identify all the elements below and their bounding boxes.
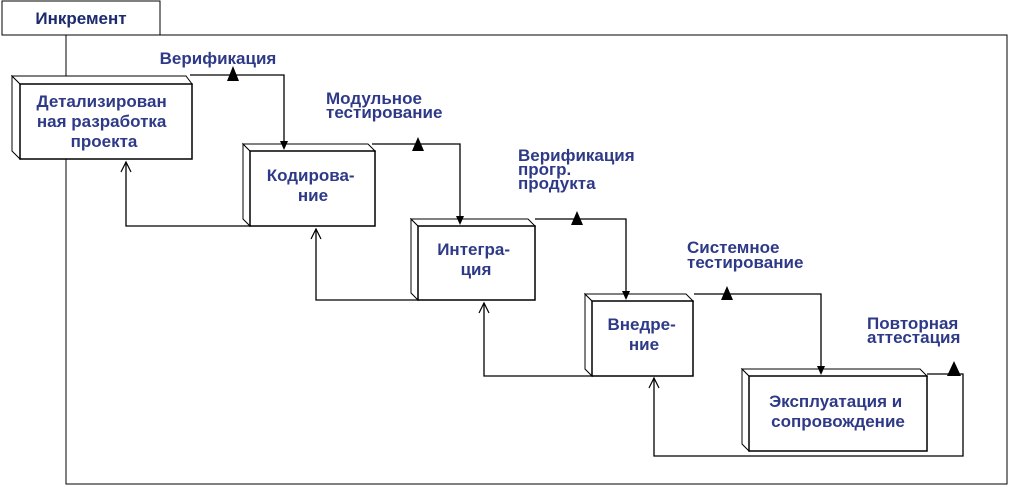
feedback-coding-to-design [125, 162, 250, 227]
connector-verification [190, 74, 285, 143]
stage-label-operation: Эксплуатация и сопровождение [769, 392, 907, 431]
check-product-verification-line-2: прогр. [518, 160, 571, 179]
check-label-reattestation: Повторная аттестация [867, 314, 963, 347]
stage-label-design: Детализирован ная разработка проекта [37, 92, 172, 151]
check-unit-testing-line-1: Модульное [326, 89, 422, 108]
stage-deployment-line-1: Внедре- [607, 315, 675, 334]
stage-box-deployment [583, 292, 695, 378]
checkpoint-triangle-product-verification [571, 211, 583, 225]
stage-integration-line-2: ция [461, 260, 492, 279]
feedback-deployment-to-integration [483, 303, 592, 377]
checkpoint-triangle-system-testing [721, 286, 733, 300]
increment-tab [1, 0, 161, 36]
check-product-verification-line-1: Верификация [518, 146, 635, 165]
check-label-unit-testing: Модульное тестирование [326, 89, 442, 122]
stage-label-deployment: Внедре- ние [607, 315, 680, 354]
stage-label-integration: Интегра- ция [437, 240, 515, 279]
checkpoint-triangle-verification [227, 66, 239, 81]
connector-product-verification [535, 218, 627, 293]
stage-label-coding: Кодирова- ние [267, 166, 360, 205]
stage-operation-line-1: Эксплуатация и [769, 392, 902, 411]
connector-system-testing [694, 293, 822, 368]
checkpoint-triangle-unit-testing [412, 137, 424, 151]
stage-coding-line-2: ние [298, 186, 328, 205]
check-system-testing-line-1: Системное [687, 238, 779, 257]
checkpoint-triangle-reattestation [947, 361, 961, 376]
stage-box-operation [740, 367, 929, 453]
stage-coding-line-1: Кодирова- [267, 166, 355, 185]
stage-operation-line-2: сопровождение [771, 412, 905, 431]
stage-deployment-line-2: ние [629, 335, 659, 354]
feedback-integration-to-coding [315, 229, 418, 301]
increment-frame [65, 34, 1008, 485]
check-reattestation-line-1: Повторная [867, 314, 958, 333]
check-reattestation-line-2: аттестация [867, 328, 960, 347]
increment-label: Инкремент [35, 9, 126, 28]
stage-design-line-3: проекта [71, 132, 138, 151]
check-label-verification: Верификация [160, 49, 277, 68]
check-product-verification-line-3: продукта [518, 174, 596, 193]
connector-unit-testing [372, 143, 461, 218]
stage-box-design [10, 74, 193, 161]
check-label-product-verification: Верификация прогр. продукта [518, 146, 639, 193]
stage-box-integration [409, 217, 537, 302]
check-label-system-testing: Системное тестирование [687, 238, 803, 272]
stage-integration-line-1: Интегра- [437, 240, 510, 259]
stage-box-coding [241, 142, 377, 228]
stage-design-line-1: Детализирован [37, 92, 167, 111]
stage-design-line-2: ная разработка [37, 112, 167, 131]
check-system-testing-line-2: тестирование [687, 253, 803, 272]
check-unit-testing-line-2: тестирование [326, 103, 442, 122]
